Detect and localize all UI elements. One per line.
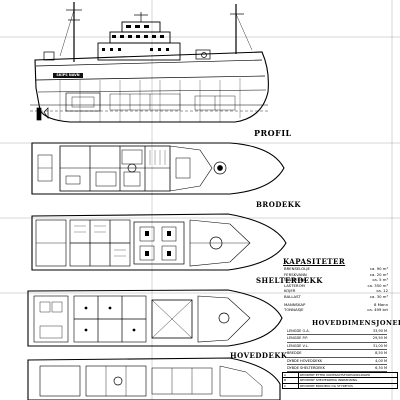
brodekk-label: BRODEKK (256, 200, 301, 209)
dimension-row: LENGDE V.L.31,00 M (287, 343, 387, 351)
shelterdekk-label: SHELTERDEKK (256, 276, 323, 285)
capacities-title: KAPASITETER (283, 257, 346, 266)
dimension-row: LENGDE O.A.33,90 M (287, 328, 387, 336)
brodekk-plan (31, 142, 285, 195)
hull-name-plate: SKIPS NAVN (53, 73, 83, 78)
profile-label: PROFIL (254, 128, 292, 138)
shelterdekk-plan (31, 213, 287, 271)
tank-top-plan (27, 357, 281, 400)
hoveddekk-plan (27, 289, 283, 347)
dimension-row: LENGDE P.P.29,50 M (287, 335, 387, 343)
profile-view (30, 2, 269, 123)
main-dimensions-title: HOVEDDIMENSJONER (312, 319, 400, 327)
hoveddekk-label: HOVEDDEKK (230, 351, 288, 360)
main-dimensions-table: LENGDE O.A.33,90 M LENGDE P.P.29,50 M LE… (287, 328, 387, 373)
